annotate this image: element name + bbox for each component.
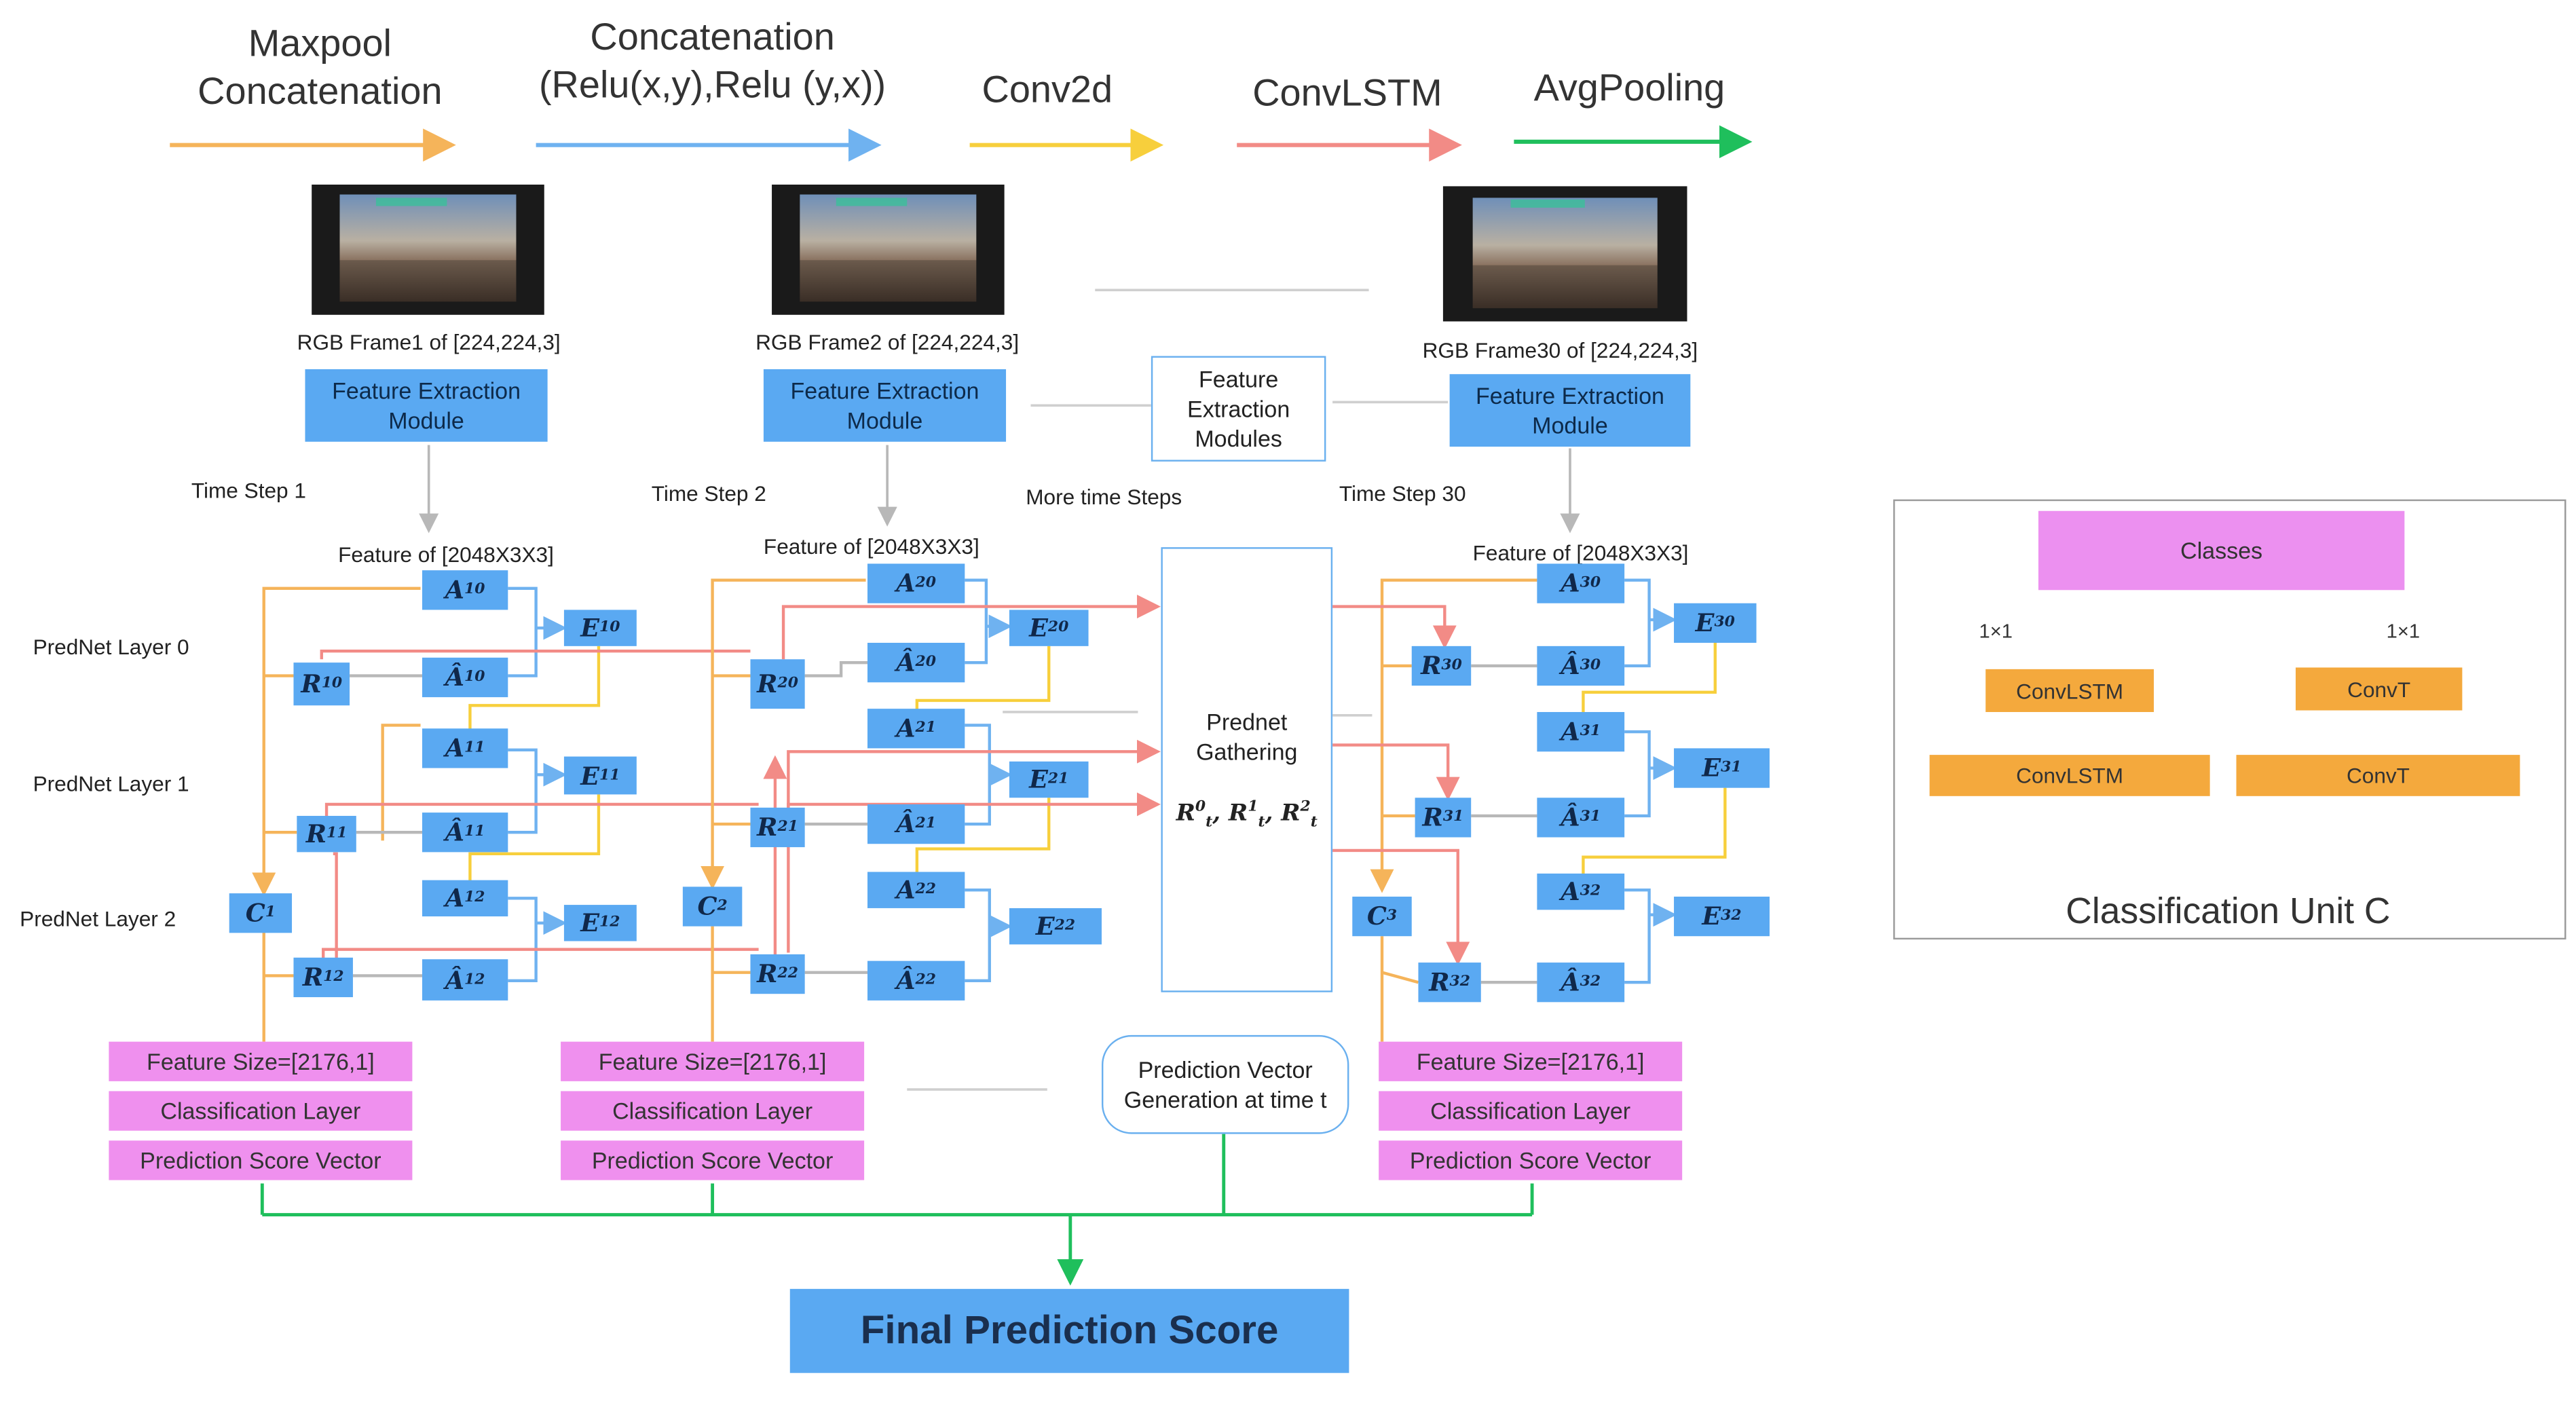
feature-size-box-30: Feature Size=[2176,1] [1379,1041,1683,1081]
legend-arrows [170,125,1753,162]
more-time-steps-label: More time Steps [1026,484,1182,510]
prednet-column-3 [1329,578,1727,1042]
time-step-2-label: Time Step 2 [651,481,766,506]
feature-label-1: Feature of [2048X3X3] [338,542,554,567]
convt-top-box: ConvT [2296,667,2463,711]
convlstm-bottom-box: ConvLSTM [1929,755,2210,796]
prednet-layer-2-label: PredNet Layer 2 [20,906,176,931]
feature-label-30: Feature of [2048X3X3] [1472,540,1689,565]
feature-extraction-module-2: Feature Extraction Module [763,369,1007,442]
legend-conv2d: Conv2d [982,67,1113,111]
feature-extraction-modules-box: Feature Extraction Modules [1151,356,1326,462]
prediction-score-vector-box-30: Prediction Score Vector [1379,1140,1683,1180]
legend-convlstm: ConvLSTM [1252,71,1442,114]
frame-1-caption: RGB Frame1 of [224,224,3] [297,329,561,355]
prednet-layer-0-label: PredNet Layer 0 [33,634,189,660]
prediction-score-vector-box-1: Prediction Score Vector [109,1140,413,1180]
rgb-frame-30-thumbnail [1442,186,1687,322]
feature-extraction-module-30: Feature Extraction Module [1449,374,1691,447]
prediction-score-vector-box-2: Prediction Score Vector [561,1140,865,1180]
feature-extraction-module-1: Feature Extraction Module [305,369,548,442]
convt-bottom-box: ConvT [2236,755,2520,796]
time-step-1-label: Time Step 1 [191,478,306,503]
rgb-frame-2-thumbnail [772,184,1005,315]
classification-layer-box-2: Classification Layer [561,1091,865,1131]
kernel-label-left: 1×1 [1979,620,2013,643]
prednet-gathering-variables: R0t, R1t, R2t [1176,799,1318,832]
frame-30-caption: RGB Frame30 of [224,224,3] [1422,337,1698,363]
final-aggregation [260,1134,1534,1286]
time-step-30-label: Time Step 30 [1339,481,1466,506]
final-prediction-score-box: Final Prediction Score [789,1288,1349,1373]
classification-layer-box-1: Classification Layer [109,1091,413,1131]
frame-2-caption: RGB Frame2 of [224,224,3] [755,329,1020,355]
classification-unit-title: Classification Unit C [2066,890,2391,931]
feature-size-box-2: Feature Size=[2176,1] [561,1041,865,1081]
kernel-label-right: 1×1 [2386,620,2421,643]
feature-label-2: Feature of [2048X3X3] [763,534,979,559]
prednet-column-1 [252,586,759,1042]
legend-avgpooling: AvgPooling [1533,66,1725,109]
rgb-frame-1-thumbnail [312,184,544,315]
convlstm-top-box: ConvLSTM [1985,669,2154,712]
classification-layer-box-30: Classification Layer [1379,1091,1683,1131]
prednet-column-2 [701,578,1161,1042]
classes-box: Classes [2038,510,2405,591]
prediction-vector-generation-box: Prediction Vector Generation at time t [1101,1034,1349,1134]
feature-size-box-1: Feature Size=[2176,1] [109,1041,413,1081]
legend-relu-concat: Concatenation(Relu(x,y),Relu (y,x)) [538,14,886,106]
prednet-layer-1-label: PredNet Layer 1 [33,771,189,796]
